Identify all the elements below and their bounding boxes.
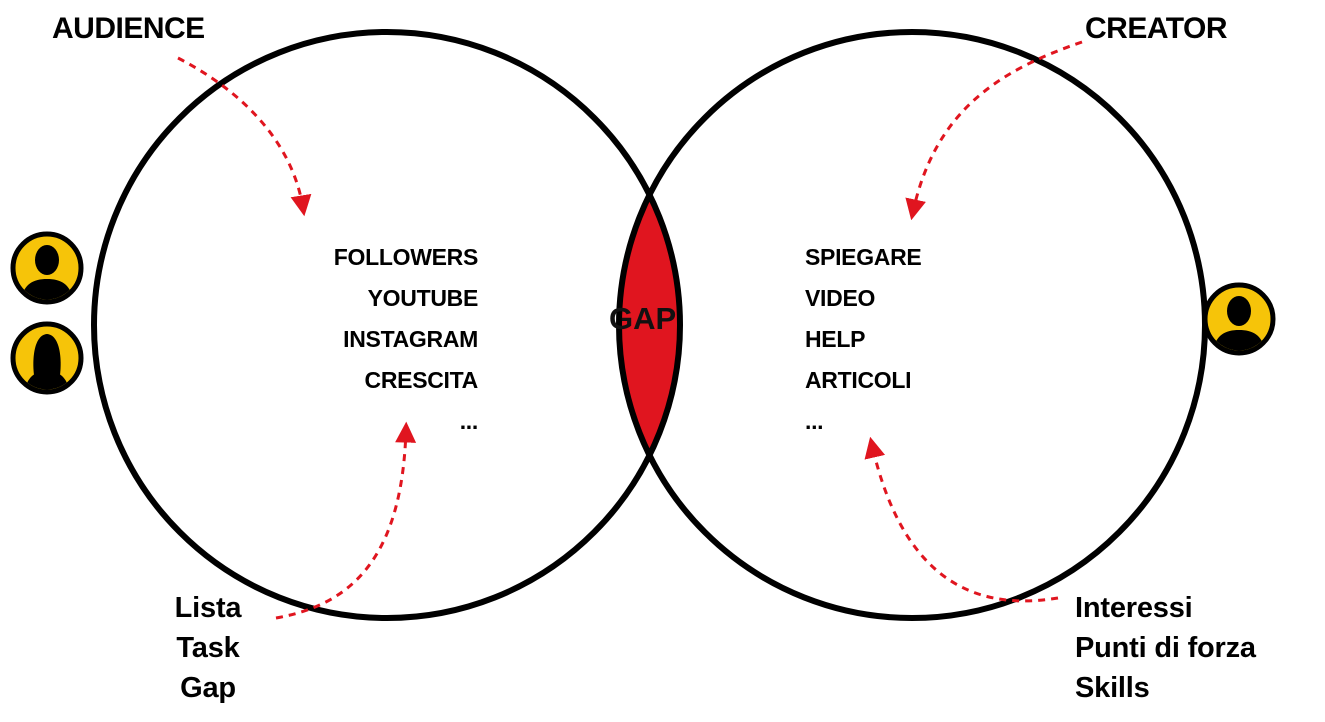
creator-note-3: Skills [1075, 672, 1150, 704]
creator-item-2: VIDEO [805, 285, 876, 311]
audience-note-2: Task [176, 632, 240, 664]
audience-title: AUDIENCE [52, 12, 205, 45]
audience-note-3: Gap [180, 672, 236, 704]
creator-item-5: ... [805, 408, 824, 434]
audience-item-4: CRESCITA [364, 367, 479, 393]
creator-arrow [905, 40, 1083, 221]
male-avatar-icon [10, 231, 84, 305]
audience-item-3: INSTAGRAM [343, 326, 478, 352]
audience-item-5: ... [459, 408, 479, 434]
creator-item-4: ARTICOLI [805, 367, 912, 393]
lista-arrow [275, 421, 417, 620]
creator-note-1: Interessi [1075, 592, 1193, 624]
creator-item-3: HELP [805, 326, 866, 352]
creator-title: CREATOR [1085, 12, 1228, 45]
audience-note-1: Lista [174, 592, 242, 624]
gap-label: GAP [609, 301, 677, 336]
female-avatar-icon [10, 321, 84, 395]
creator-note-2: Punti di forza [1075, 632, 1256, 664]
audience-item-1: FOLLOWERS [333, 244, 479, 270]
audience-item-2: YOUTUBE [367, 285, 479, 311]
audience-list: FOLLOWERS YOUTUBE INSTAGRAM CRESCITA ... [250, 237, 479, 442]
creator-list: SPIEGARE VIDEO HELP ARTICOLI ... [805, 237, 922, 442]
interessi-arrow [864, 436, 1059, 603]
male-avatar-icon [1202, 282, 1276, 356]
creator-item-1: SPIEGARE [805, 244, 922, 270]
audience-arrow [177, 56, 312, 217]
audience-circle [91, 29, 683, 621]
creator-note: Interessi Punti di forza Skills [1075, 588, 1256, 708]
audience-note: Lista Task Gap [148, 588, 268, 708]
